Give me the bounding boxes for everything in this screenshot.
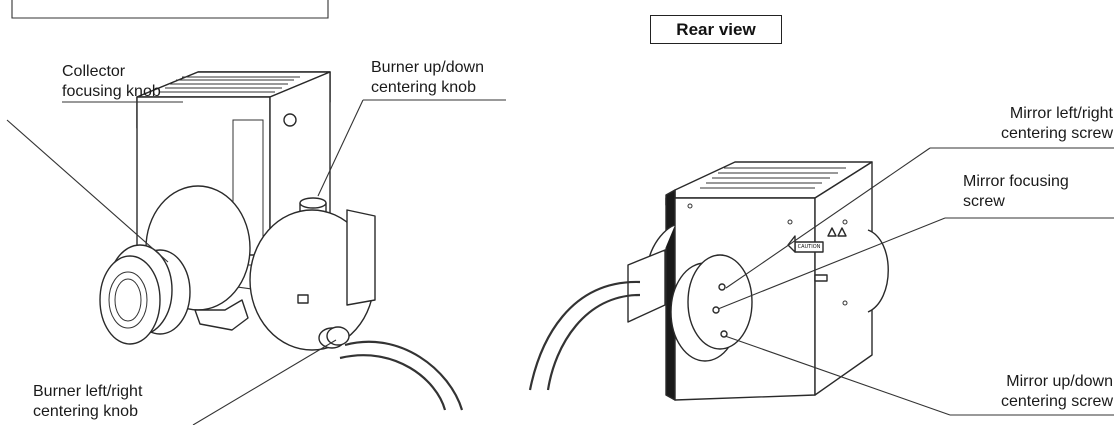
- label-mirror-ud-line1: Mirror up/down: [1006, 373, 1113, 390]
- front-lamp-housing: [99, 71, 464, 411]
- leader-burner-ud: [317, 99, 364, 197]
- label-mirror-focusing-screw: Mirror focusing screw: [963, 172, 1069, 212]
- label-burner-leftright-knob: Burner left/right centering knob: [33, 382, 142, 422]
- label-mirror-focus-line1: Mirror focusing: [963, 173, 1069, 190]
- label-collector-line1: Collector: [62, 63, 126, 80]
- leader-lines: [6, 99, 1114, 425]
- label-burner-ud-line2: centering knob: [371, 79, 476, 96]
- label-collector-line2: focusing knob: [62, 83, 161, 100]
- label-burner-updown-knob: Burner up/down centering knob: [371, 58, 484, 98]
- rear-lamp-housing: [528, 161, 889, 401]
- label-burner-ud-line1: Burner up/down: [371, 59, 484, 76]
- label-mirror-updown-screw: Mirror up/down centering screw: [1001, 372, 1113, 412]
- label-mirror-lr-line1: Mirror left/right: [1009, 105, 1113, 122]
- label-mirror-ud-line2: centering screw: [1000, 393, 1113, 410]
- caution-marking: CAUTION: [797, 244, 821, 250]
- leader-burner-lr: [192, 339, 337, 425]
- leader-mirror-focus: [717, 217, 946, 310]
- title-box-frame: [11, 0, 329, 19]
- label-collector-focusing-knob: Collector focusing knob: [62, 62, 161, 102]
- label-burner-lr-line1: Burner left/right: [33, 383, 143, 400]
- label-mirror-focus-line2: screw: [963, 193, 1005, 210]
- label-burner-lr-line2: centering knob: [33, 403, 138, 420]
- label-mirror-lr-line2: centering screw: [1000, 125, 1113, 142]
- rear-view-title: Rear view: [650, 15, 782, 44]
- leader-mirror-ud: [724, 335, 951, 416]
- leader-collector: [6, 119, 169, 263]
- label-mirror-leftright-screw: Mirror left/right centering screw: [1001, 104, 1113, 144]
- leader-mirror-lr: [725, 147, 931, 289]
